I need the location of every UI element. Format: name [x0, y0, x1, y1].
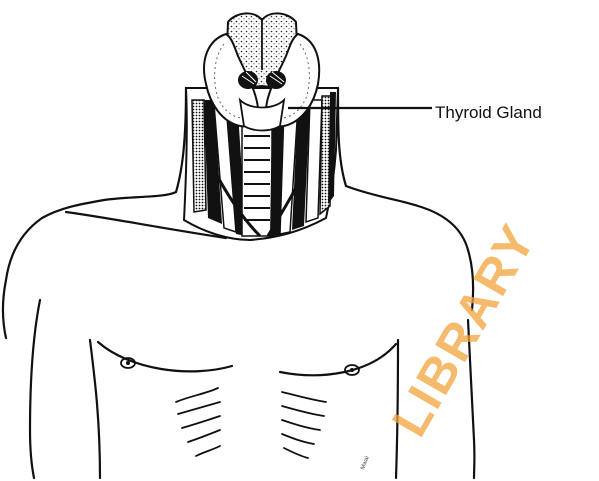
right-nipple: [345, 365, 359, 375]
thyroid-gland-label: Thyroid Gland: [435, 103, 542, 122]
ribs-right: [282, 392, 326, 458]
ribs-left: [176, 388, 220, 456]
thyroid-gland: [204, 13, 319, 130]
left-chest-line: [90, 340, 100, 478]
left-arm-line: [30, 300, 40, 478]
right-pectoral-line: [280, 344, 396, 375]
left-neck-line: [3, 88, 186, 338]
left-pectoral-line: [98, 342, 232, 371]
artist-signature: Mwai: [360, 455, 370, 470]
library-watermark: LIBRARY: [381, 215, 547, 446]
